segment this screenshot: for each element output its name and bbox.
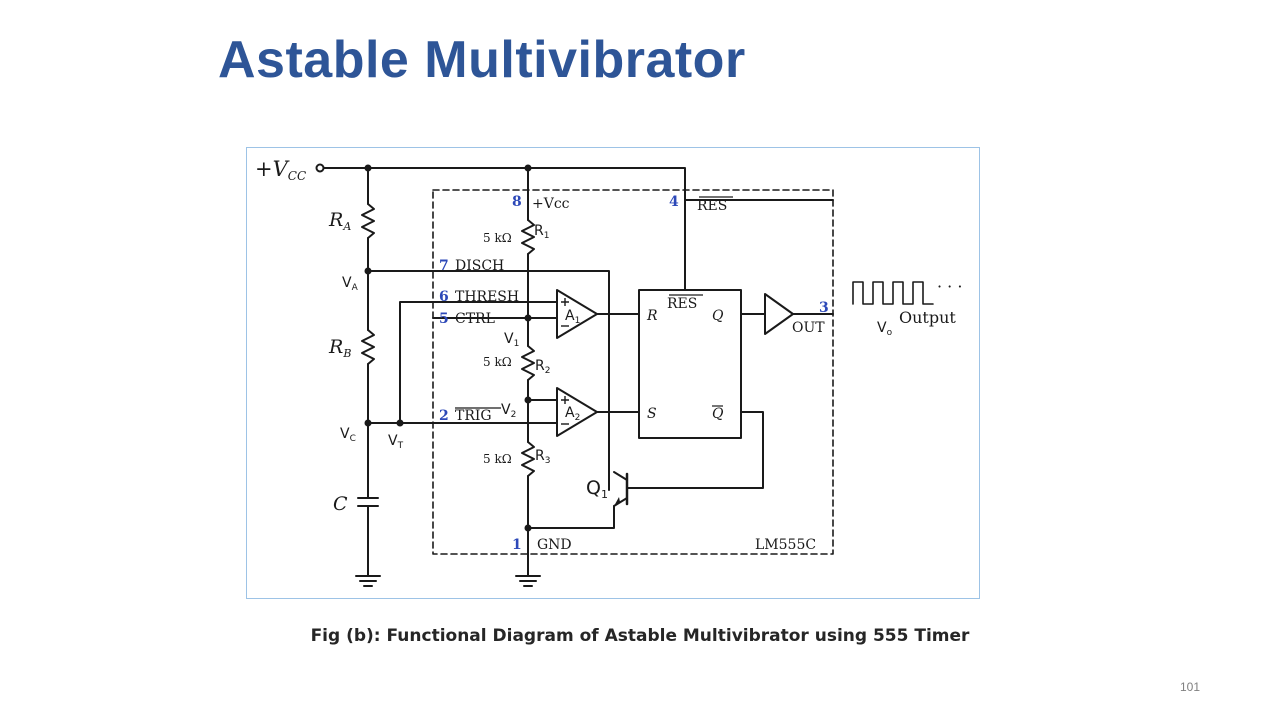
annotation-a1: A1 — [565, 308, 580, 326]
pin-label-out: OUT — [792, 320, 825, 336]
pin-label-ctrl: CTRL — [455, 311, 495, 327]
annotation-va: VA — [342, 275, 359, 293]
figure-caption: Fig (b): Functional Diagram of Astable M… — [310, 626, 970, 646]
pin-number-5: 5 — [439, 311, 449, 327]
annotation-a2: A2 — [565, 405, 580, 423]
comparator-a1 — [556, 289, 598, 339]
circuit-svg: +VCC RA RB C 8 4 7 6 5 2 3 1 +Vcc RES DI… — [255, 157, 962, 587]
annotation-vo: Vo — [877, 320, 893, 338]
resistor-rb — [361, 329, 375, 365]
label-ra: RA — [328, 209, 351, 233]
pin-label-trig: TRIG — [455, 408, 492, 424]
supply-terminal — [315, 163, 325, 173]
junction-dot — [524, 396, 532, 404]
q1-emitter-wire — [527, 505, 615, 529]
junction-dot — [364, 267, 372, 275]
reset-wire — [684, 199, 834, 291]
junction-dot — [364, 419, 372, 427]
resistor-r2 — [521, 345, 535, 381]
annotation-vc: VC — [340, 426, 356, 444]
page-number: 101 — [1179, 680, 1200, 694]
threshold-wire — [399, 301, 558, 424]
annotation-q1: Q1 — [586, 477, 608, 501]
junction-dot — [524, 524, 532, 532]
comparator-a2 — [556, 387, 598, 437]
annotation-vt: VT — [388, 433, 404, 451]
annotation-r2: R2 — [535, 358, 550, 376]
slide-title: Astable Multivibrator — [218, 31, 746, 89]
capacitor-c — [357, 497, 379, 507]
resistor-r1 — [521, 219, 535, 255]
pin-label-res: RES — [697, 198, 727, 214]
pin-number-7: 7 — [439, 258, 449, 274]
annotation-v1: V1 — [504, 331, 519, 349]
qbar-feedback-wire — [634, 411, 764, 489]
pin-number-6: 6 — [439, 289, 449, 305]
ff-label-q: Q — [712, 308, 724, 324]
junction-dot — [524, 314, 532, 322]
resistor-r3 — [521, 441, 535, 477]
pin-number-1: 1 — [512, 537, 522, 553]
pin-label-vcc: +Vcc — [532, 196, 570, 212]
ff-label-r: R — [646, 308, 658, 324]
resistor-value-r1: 5 kΩ — [483, 231, 512, 245]
pin-label-thresh: THRESH — [455, 289, 519, 305]
a1-plus-sign — [561, 298, 569, 306]
transistor-q1-arrow — [614, 497, 620, 506]
annotation-r1: R1 — [534, 223, 549, 241]
pin-number-2: 2 — [439, 408, 449, 424]
chip-boundary — [432, 189, 834, 555]
pin-number-3: 3 — [819, 300, 829, 316]
annotation-r3: R3 — [535, 448, 550, 466]
junction-dot — [364, 164, 372, 172]
pin-number-4: 4 — [669, 194, 679, 210]
ff-label-res: RES — [667, 296, 697, 312]
chip-name: LM555C — [755, 537, 816, 553]
output-label: Output — [899, 308, 956, 327]
annotation-v2: V2 — [501, 402, 516, 420]
discharge-wire — [367, 270, 610, 491]
ground-left — [355, 575, 381, 587]
output-buffer — [764, 293, 794, 335]
output-waveform — [852, 281, 934, 305]
ff-label-s: S — [647, 406, 657, 422]
ff-label-qbar: Q — [712, 406, 724, 422]
a2-plus-sign — [561, 396, 569, 404]
supply-label: +VCC — [255, 157, 306, 183]
label-c: C — [333, 493, 348, 515]
junction-dot — [524, 164, 532, 172]
resistor-value-r2: 5 kΩ — [483, 355, 512, 369]
output-dots: · · · — [937, 277, 962, 296]
transistor-q1-body — [613, 471, 628, 507]
ground-internal — [515, 575, 541, 587]
pin-label-disch: DISCH — [455, 258, 504, 274]
resistor-ra — [361, 203, 375, 239]
resistor-value-r3: 5 kΩ — [483, 452, 512, 466]
junction-dot — [396, 419, 404, 427]
flip-flop — [638, 289, 742, 439]
label-rb: RB — [328, 336, 351, 360]
pin-label-gnd: GND — [537, 537, 572, 553]
pin-number-8: 8 — [512, 194, 522, 210]
circuit-diagram: +VCC RA RB C 8 4 7 6 5 2 3 1 +Vcc RES DI… — [246, 147, 980, 599]
